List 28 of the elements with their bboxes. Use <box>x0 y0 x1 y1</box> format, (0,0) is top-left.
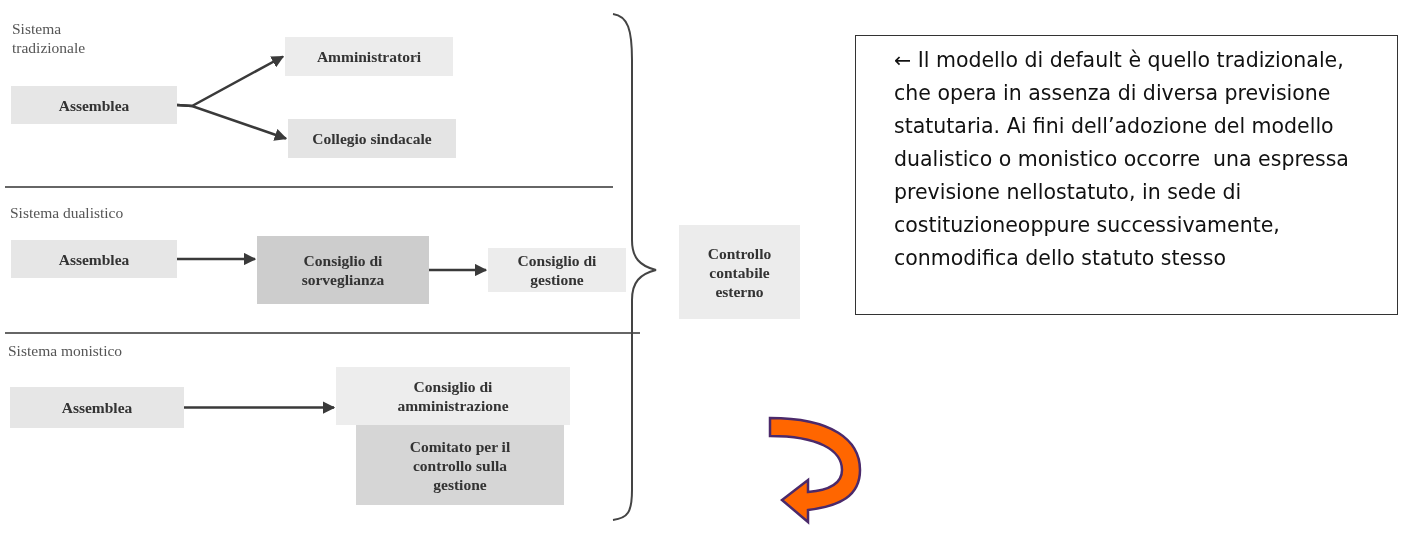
section-title: Sistema monistico <box>8 341 123 360</box>
arrow <box>184 401 336 414</box>
process-box <box>356 425 564 505</box>
arrow <box>429 263 488 277</box>
box-label: Amministratori <box>316 47 422 66</box>
section-title: Sistema tradizionale <box>12 19 87 57</box>
arrow <box>176 103 288 141</box>
process-box <box>257 236 429 304</box>
box-label: Consiglio di gestione <box>516 251 598 289</box>
section-title: Sistema dualistico <box>10 203 124 222</box>
box-label: Collegio sindacale <box>312 129 432 148</box>
process-box <box>288 119 456 158</box>
process-box <box>285 37 453 76</box>
process-box <box>11 240 177 278</box>
process-box <box>11 86 177 124</box>
box-label: Controllo contabile esterno <box>706 243 773 301</box>
process-box <box>488 248 626 292</box>
box-label: Consiglio di sorveglianza <box>300 251 386 289</box>
box-label: Comitato per il controllo sulla gestione <box>408 436 512 494</box>
process-box <box>10 387 184 428</box>
box-label: Assemblea <box>61 398 133 417</box>
box-label: Assemblea <box>58 249 130 269</box>
note-text: ← Il modello di default è quello tradizionale, che opera in assenza di diversa previsione statutaria. Ai fini dell’adozione del modello dualistico o monistico occorre una espressa previsione nellostatuto, in sede di costituzioneoppure successivamente, conmodifica dello statuto stesso <box>894 48 1350 270</box>
process-box <box>336 367 570 425</box>
note-box <box>855 35 1398 315</box>
box-label: Assemblea <box>58 95 130 115</box>
box-label: Consiglio di amministrazione <box>396 377 510 415</box>
arrow <box>177 252 257 266</box>
